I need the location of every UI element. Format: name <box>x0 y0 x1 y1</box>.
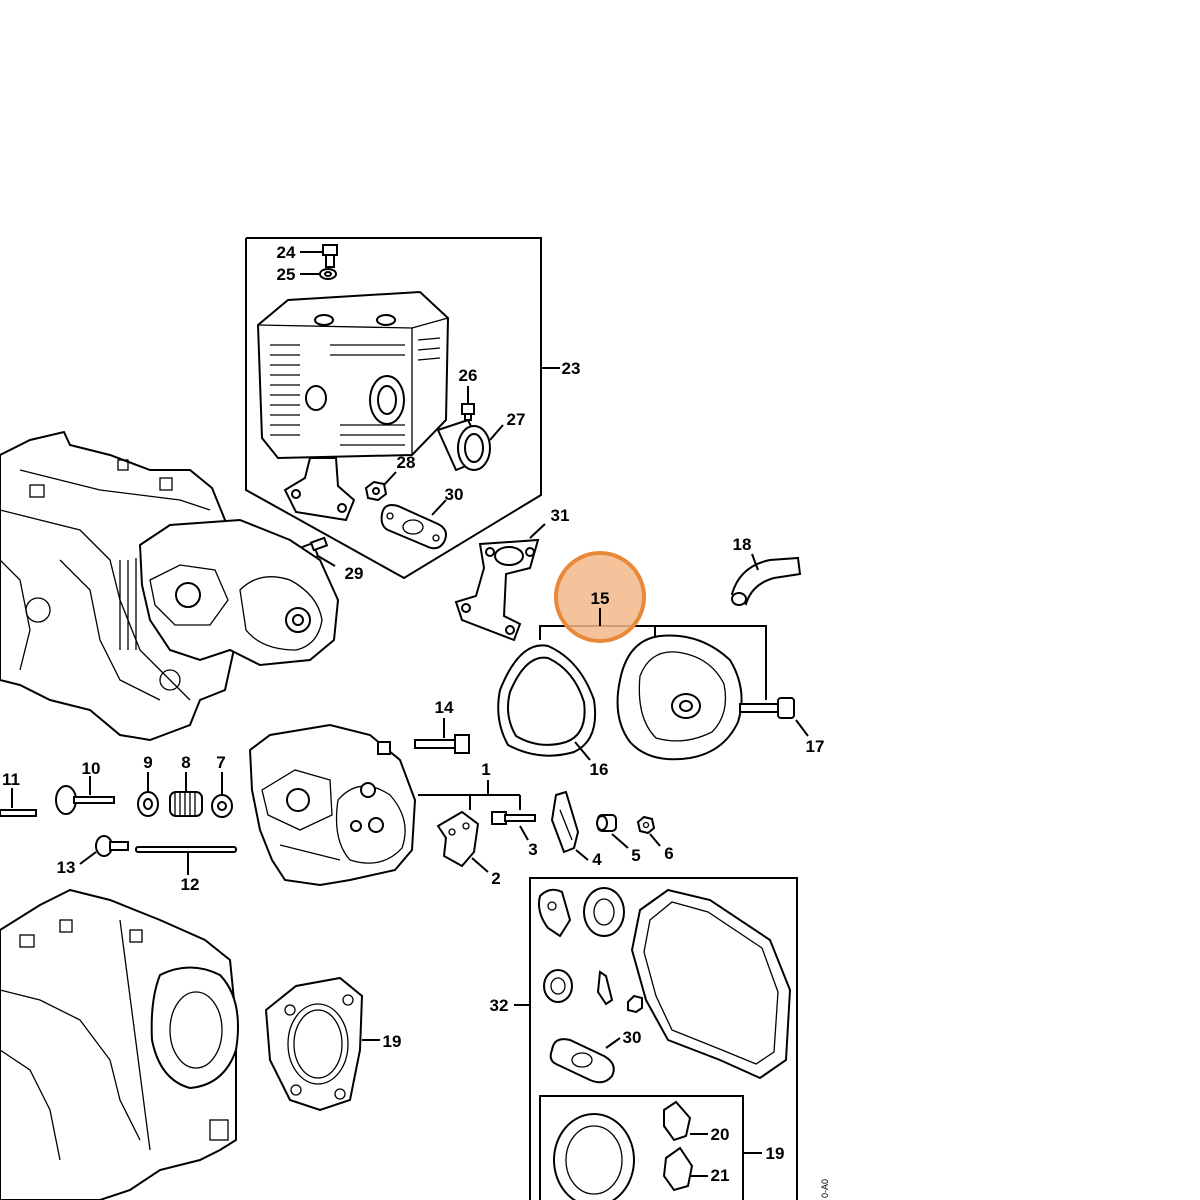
label-11: 11 <box>2 770 20 789</box>
rocker-pivot-5[interactable] <box>596 814 629 849</box>
muffler-assembly-group <box>245 237 560 580</box>
label-32: 32 <box>490 996 509 1015</box>
label-25: 25 <box>277 265 296 284</box>
drawing-code: 0-A0 <box>820 1179 830 1198</box>
label-24: 24 <box>277 243 296 262</box>
label-20: 20 <box>711 1125 730 1144</box>
exhaust-pipe-31[interactable] <box>454 523 546 642</box>
label-30-upper: 30 <box>445 485 464 504</box>
valve-spring-8[interactable] <box>169 772 203 817</box>
label-29: 29 <box>345 564 364 583</box>
label-10: 10 <box>82 759 101 778</box>
label-23: 23 <box>562 359 581 378</box>
label-7: 7 <box>216 753 225 772</box>
label-19-kit: 19 <box>766 1144 785 1163</box>
rocker-arm-4[interactable] <box>550 790 589 861</box>
label-16: 16 <box>590 760 609 779</box>
valve-10[interactable] <box>55 776 115 815</box>
engine-block-upper <box>0 430 340 742</box>
label-5: 5 <box>631 846 640 865</box>
label-3: 3 <box>528 840 537 859</box>
gasket-30-upper[interactable] <box>380 499 447 550</box>
highlight-callout-15[interactable]: 15 <box>554 551 646 643</box>
breather-tube-18[interactable] <box>730 553 802 606</box>
gasket-set-32 <box>514 877 798 1200</box>
push-rod-12[interactable] <box>135 846 237 875</box>
label-1: 1 <box>481 760 490 779</box>
label-13: 13 <box>57 858 76 877</box>
label-6: 6 <box>664 844 673 863</box>
tappet-13[interactable] <box>79 835 129 865</box>
label-30-lower: 30 <box>623 1028 642 1047</box>
label-27: 27 <box>507 410 526 429</box>
label-9: 9 <box>143 753 152 772</box>
label-21: 21 <box>711 1166 730 1185</box>
head-gasket-19[interactable] <box>264 976 380 1112</box>
muffler-flange[interactable] <box>283 457 356 522</box>
rocker-cover-gasket-16[interactable] <box>497 644 597 761</box>
screw-26[interactable] <box>461 386 475 421</box>
label-26: 26 <box>459 366 478 385</box>
label-8: 8 <box>181 753 190 772</box>
label-18: 18 <box>733 535 752 554</box>
retainer-9[interactable] <box>137 772 159 817</box>
label-17: 17 <box>806 737 825 756</box>
rocker-stud-3[interactable] <box>491 811 536 841</box>
bolt-24[interactable] <box>300 244 338 268</box>
cylinder-head-1[interactable] <box>248 723 521 887</box>
label-14: 14 <box>435 698 454 717</box>
label-31: 31 <box>551 506 570 525</box>
spark-arrester-27[interactable] <box>436 418 504 472</box>
engine-block-lower <box>0 888 239 1200</box>
bolt-17[interactable] <box>739 697 809 737</box>
valve-cap-7[interactable] <box>211 772 233 818</box>
washer-25[interactable] <box>300 268 337 280</box>
muffler-body[interactable] <box>256 290 450 460</box>
label-2: 2 <box>491 869 500 888</box>
bolt-14[interactable] <box>414 718 470 754</box>
rocker-guide-plate-2[interactable] <box>436 810 489 873</box>
rocker-cover[interactable] <box>616 634 743 761</box>
label-12: 12 <box>181 875 200 894</box>
nut-28[interactable] <box>364 471 397 502</box>
label-19-head-gasket: 19 <box>383 1032 402 1051</box>
label-28: 28 <box>397 453 416 472</box>
label-15: 15 <box>591 589 610 608</box>
valve-11[interactable] <box>0 788 37 817</box>
nut-6[interactable] <box>636 815 661 847</box>
label-4: 4 <box>592 850 602 869</box>
callout-labels: 1 2 3 4 5 6 7 8 9 10 11 12 13 14 16 17 1… <box>2 243 824 1185</box>
